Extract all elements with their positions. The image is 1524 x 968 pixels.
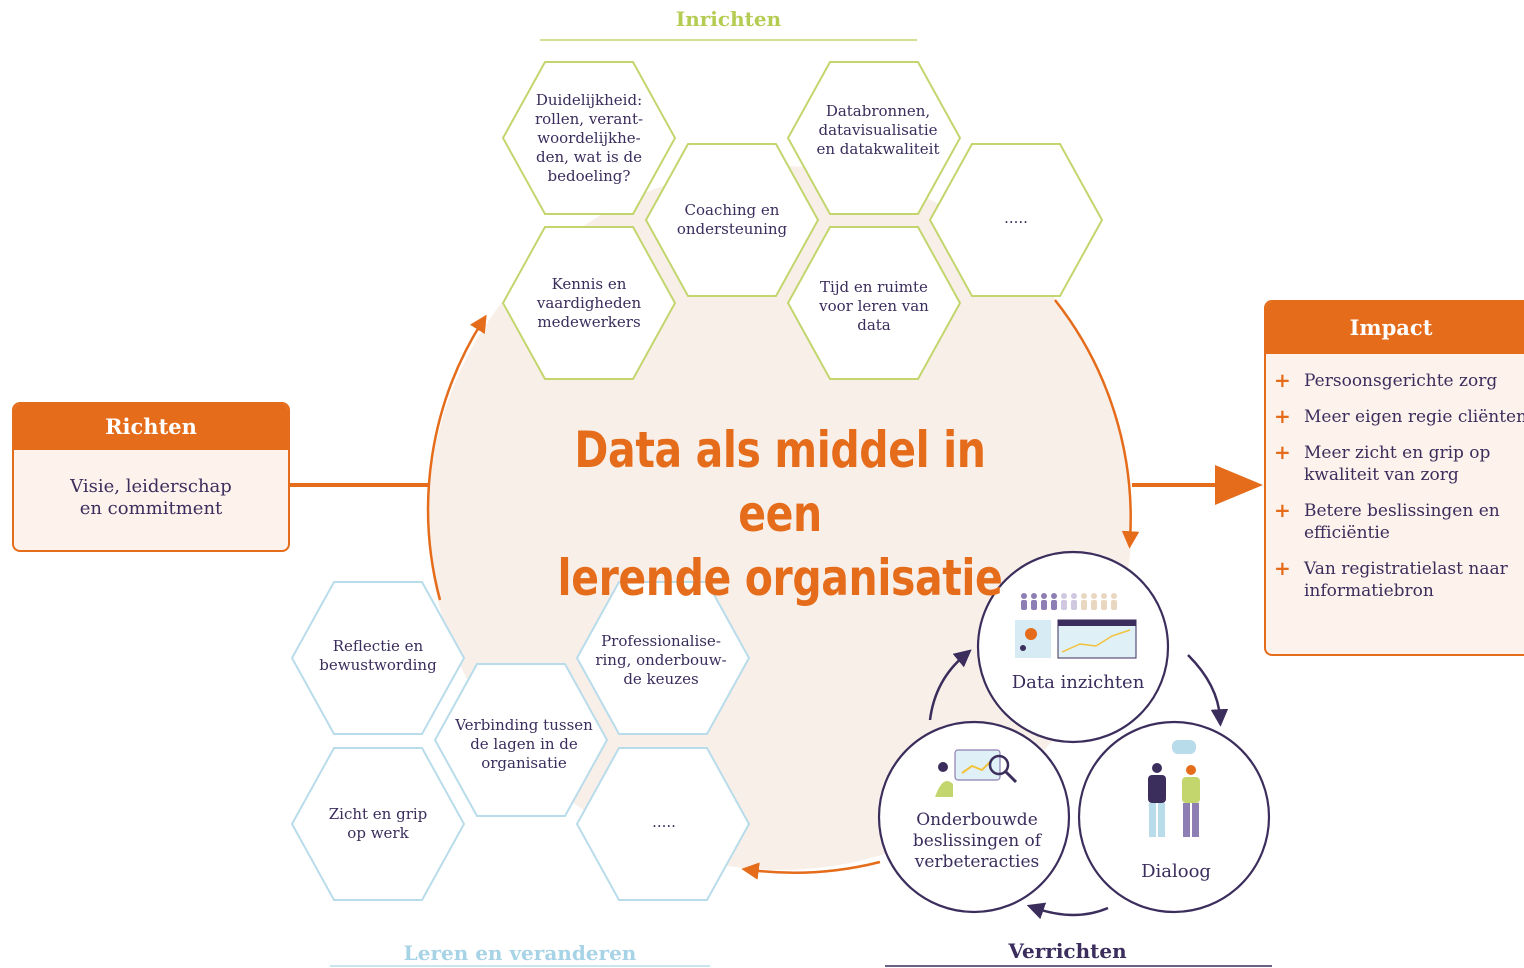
impact-item-text: Meer zicht en grip op kwaliteit van zorg (1304, 443, 1491, 485)
label-data-inzichten: Data inzichten (1011, 672, 1145, 693)
verrichten-arrow-2 (1026, 902, 1109, 920)
verrichten-arrow-1 (1187, 654, 1229, 727)
conversation-icon (1148, 740, 1200, 837)
verrichten-arrow-3 (928, 649, 972, 721)
cycle-arrow-top-right (1054, 299, 1140, 549)
label-dialoog: Dialoog (1141, 861, 1211, 882)
impact-list: + Persoonsgerichte zorg + Meer eigen regie… (1266, 354, 1524, 602)
section-title-leren: Leren en veranderen (403, 941, 637, 965)
richten-title: Richten (14, 404, 288, 450)
plus-icon: + (1274, 368, 1291, 392)
impact-item-text: Persoonsgerichte zorg (1304, 371, 1498, 391)
hex-professionalisering (575, 581, 751, 735)
impact-arrow-head (1215, 465, 1263, 505)
impact-item: + Van registratielast naar informatiebron (1266, 556, 1524, 602)
circle-dialoog (1077, 720, 1271, 914)
leren-hex-group (290, 581, 751, 901)
hex-databronnen (786, 61, 962, 215)
inrichten-hex-group (501, 61, 1104, 380)
plus-icon: + (1274, 556, 1291, 580)
circle-onderbouwde (877, 720, 1071, 914)
impact-title: Impact (1266, 302, 1524, 354)
people-icon (1021, 593, 1117, 610)
impact-box: Impact + Persoonsgerichte zorg + Meer eige… (1264, 300, 1524, 656)
impact-item: + Meer zicht en grip op kwaliteit van zor… (1266, 440, 1524, 486)
hex-label-duidelijkheid: Duidelijkheid: rollen, verant- woordelij… (534, 90, 644, 185)
hex-leren-more (575, 747, 751, 901)
section-title-inrichten: Inrichten (675, 7, 782, 31)
hex-label-inrichten-more: ..... (1004, 208, 1028, 227)
impact-item: + Persoonsgerichte zorg (1266, 368, 1524, 392)
richten-body: Visie, leiderschap en commitment (70, 476, 232, 519)
richten-box: Richten Visie, leiderschap en commitment (12, 402, 290, 552)
plus-icon: + (1274, 440, 1291, 464)
hex-inrichten-more (928, 143, 1104, 297)
hex-label-coaching: Coaching en ondersteuning (676, 201, 788, 238)
hex-label-tijd: Tijd en ruimte voor leren van data (819, 277, 929, 334)
analyst-icon (935, 749, 1018, 797)
hex-reflectie (290, 581, 466, 735)
hex-label-kennis: Kennis en vaardigheden medewerkers (536, 274, 642, 331)
dashboard-icon (1015, 619, 1137, 659)
impact-item: + Meer eigen regie cliënten (1266, 404, 1524, 428)
hex-label-reflectie: Reflectie en bewustwording (319, 637, 437, 674)
section-title-verrichten: Verrichten (1008, 939, 1127, 963)
impact-item-text: Meer eigen regie cliënten (1304, 407, 1524, 427)
main-title: Data als middel in een lerende organisat… (557, 421, 1003, 607)
hex-label-zicht-grip: Zicht en grip op werk (328, 805, 428, 842)
plus-icon: + (1274, 404, 1291, 428)
plus-icon: + (1274, 498, 1291, 522)
hex-label-databronnen: Databronnen, datavisualisatie en datakwa… (816, 101, 940, 158)
label-onderbouwde: Onderbouwde beslissingen of verbeteracti… (912, 810, 1042, 872)
hex-duidelijkheid (501, 61, 677, 215)
cycle-arrow-left (426, 314, 487, 601)
hex-kennis (501, 226, 677, 380)
hex-tijd (786, 226, 962, 380)
hex-zicht-grip (290, 747, 466, 901)
cycle-arrow-bottom (741, 860, 881, 880)
hex-verbinding (433, 663, 609, 817)
impact-item-text: Van registratielast naar informatiebron (1304, 559, 1508, 601)
hex-label-professionalisering: Professionalise- ring, onderbouw- de keu… (595, 631, 727, 688)
hex-label-verbinding: Verbinding tussen de lagen in de organis… (455, 715, 593, 772)
impact-item: + Betere beslissingen en efficiëntie (1266, 498, 1524, 544)
hex-coaching (644, 143, 820, 297)
impact-item-text: Betere beslissingen en efficiëntie (1304, 501, 1500, 543)
hex-label-leren-more: ..... (652, 812, 676, 831)
